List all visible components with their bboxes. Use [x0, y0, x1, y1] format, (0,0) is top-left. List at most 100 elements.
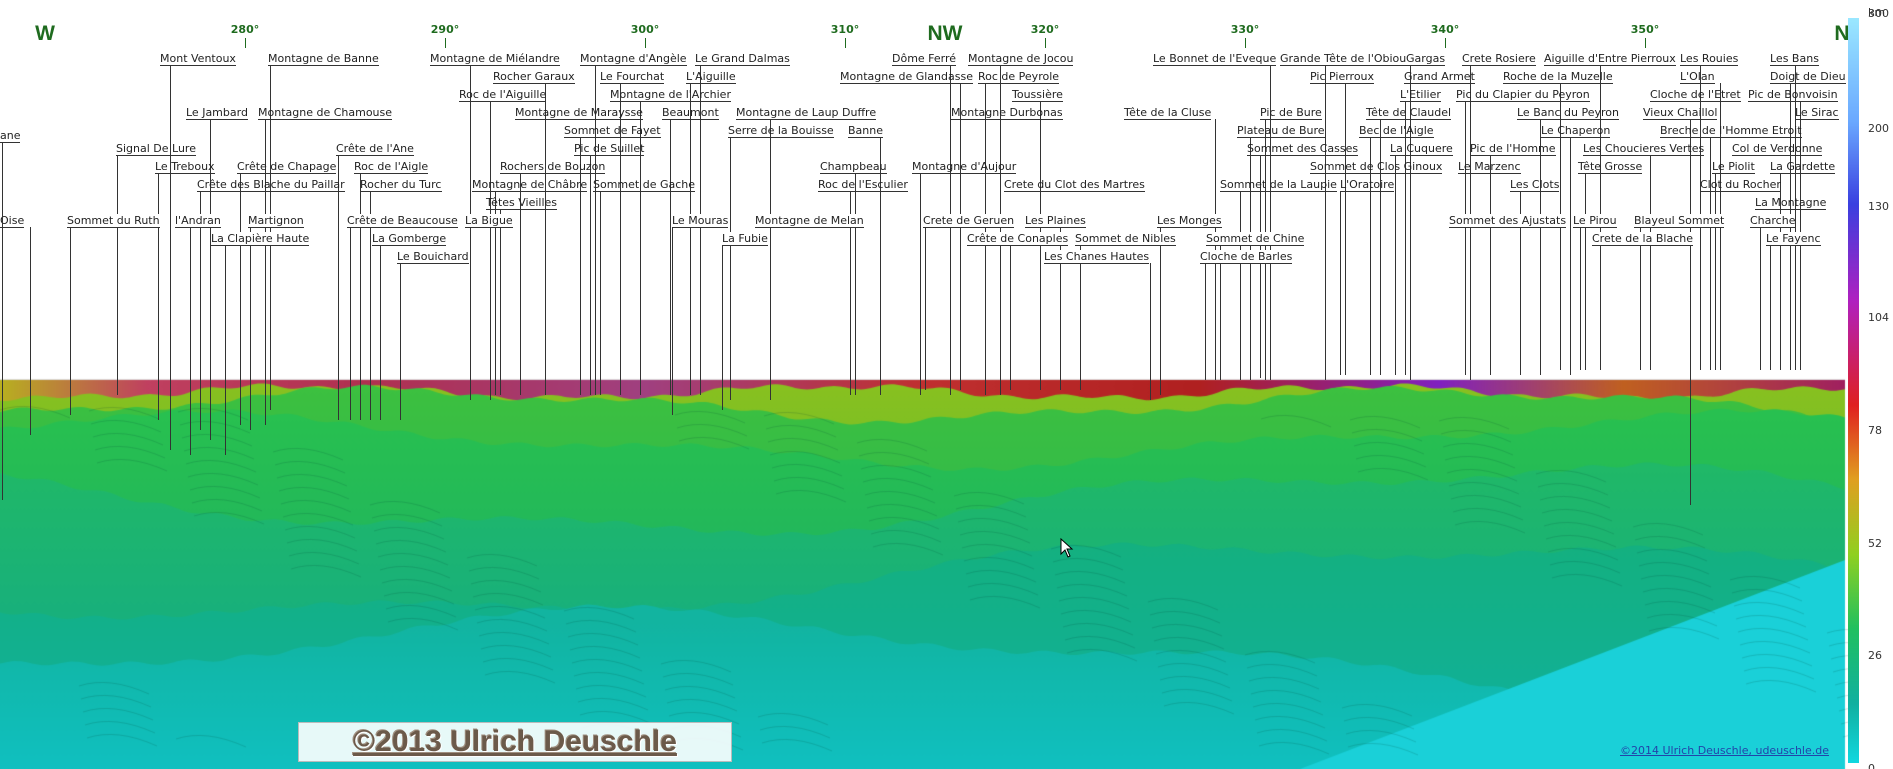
peak-label[interactable]: Sommet de Chine [1206, 232, 1305, 245]
peak-label[interactable]: Sommet de Clos Ginoux [1310, 160, 1443, 173]
peak-label[interactable]: Montagne d'Aujour [912, 160, 1017, 173]
peak-label[interactable]: Pic de l'Homme [1470, 142, 1556, 155]
peak-label[interactable]: Roc de l'Esculier [818, 178, 908, 191]
peak-label[interactable]: La Montagne [1755, 196, 1827, 209]
peak-label[interactable]: Pic de Bonvoisin [1748, 88, 1838, 101]
peak-label[interactable]: Têtes Vieilles [486, 196, 558, 209]
peak-label[interactable]: Montagne d'Angèle [580, 52, 687, 65]
peak-label[interactable]: Les Rouies [1680, 52, 1739, 65]
peak-label[interactable]: Aiguille d'Entre Pierroux [1544, 52, 1676, 65]
peak-label[interactable]: Pic Pierroux [1310, 70, 1375, 83]
peak-label[interactable]: Breche de l'Homme Etroit [1660, 124, 1802, 137]
peak-label[interactable]: Le Marzenc [1458, 160, 1521, 173]
peak-label[interactable]: Grande Tête de l'Obiou [1280, 52, 1407, 65]
peak-label[interactable]: Gargas [1406, 52, 1446, 65]
peak-label[interactable]: Vieux Chaillol [1643, 106, 1718, 119]
peak-label[interactable]: Le Banc du Peyron [1517, 106, 1619, 119]
peak-label[interactable]: Les Chanes Hautes [1044, 250, 1150, 263]
peak-label[interactable]: Blayeul Sommet [1634, 214, 1725, 227]
peak-label[interactable]: Sommet des Ajustats [1449, 214, 1567, 227]
peak-label[interactable]: Le Bouichard [397, 250, 469, 263]
peak-label[interactable]: Montagne de Glandasse [840, 70, 973, 83]
peak-label[interactable]: Pic du Clapier du Peyron [1456, 88, 1590, 101]
peak-label[interactable]: ane [0, 129, 21, 143]
peak-label[interactable]: Serre de la Bouisse [728, 124, 834, 137]
peak-label[interactable]: Rocher du Turc [360, 178, 442, 191]
peak-label[interactable]: La Fubie [722, 232, 768, 245]
peak-label[interactable]: Signal De Lure [116, 142, 196, 155]
peak-label[interactable]: Les Monges [1157, 214, 1222, 227]
peak-label[interactable]: Le Bonnet de l'Eveque [1153, 52, 1277, 65]
peak-label[interactable]: Col de Verdonne [1732, 142, 1823, 155]
peak-label[interactable]: Le Jambard [186, 106, 248, 119]
peak-label[interactable]: Roc de l'Aigle [354, 160, 429, 173]
peak-label[interactable]: Sommet du Ruth [67, 214, 160, 227]
peak-label[interactable]: Sommet de Gache [593, 178, 696, 191]
peak-label[interactable]: L'Aiguille [686, 70, 736, 83]
peak-label[interactable]: Sommet de la Laupie [1220, 178, 1337, 191]
peak-label[interactable]: Roc de l'Aiguille [459, 88, 547, 101]
peak-label[interactable]: l'Andran [175, 214, 221, 227]
peak-label[interactable]: Montagne de Jocou [968, 52, 1074, 65]
peak-label[interactable]: Charche [1750, 214, 1796, 227]
peak-label[interactable]: Crete du Clot des Martres [1004, 178, 1145, 191]
peak-label[interactable]: Doigt de Dieu [1770, 70, 1846, 83]
peak-label[interactable]: La Gomberge [372, 232, 447, 245]
peak-label[interactable]: Montagne de Banne [268, 52, 379, 65]
peak-label[interactable]: Les Choucieres Vertes [1583, 142, 1705, 155]
peak-label[interactable]: Le Piolit [1712, 160, 1755, 173]
peak-label[interactable]: Le Mouras [672, 214, 729, 227]
peak-label[interactable]: Montagne de Miélandre [430, 52, 560, 65]
peak-label[interactable]: Montagne de Châbre [472, 178, 588, 191]
peak-label[interactable]: Le Fayenc [1766, 232, 1821, 245]
peak-label[interactable]: L'Olan [1680, 70, 1715, 83]
peak-label[interactable]: Tête de Claudel [1366, 106, 1452, 119]
peak-label[interactable]: La Cuquere [1390, 142, 1453, 155]
peak-label[interactable]: Grand Armet [1404, 70, 1475, 83]
peak-label[interactable]: Cloche de l'Etret [1650, 88, 1741, 101]
peak-label[interactable]: Banne [848, 124, 883, 137]
peak-label[interactable]: Montagne de Laup Duffre [736, 106, 877, 119]
peak-label[interactable]: Le Pirou [1573, 214, 1617, 227]
peak-label[interactable]: Montagne Durbonas [951, 106, 1063, 119]
peak-label[interactable]: La Gardette [1770, 160, 1836, 173]
peak-label[interactable]: Champbeau [820, 160, 887, 173]
peak-label[interactable]: Le Grand Dalmas [695, 52, 790, 65]
credit-link[interactable]: ©2014 Ulrich Deuschle, udeuschle.de [1620, 744, 1829, 757]
peak-label[interactable]: Les Plaines [1025, 214, 1086, 227]
peak-label[interactable]: Crete de Geruen [923, 214, 1015, 227]
peak-label[interactable]: Crête des Blache du Paillar [197, 178, 345, 191]
peak-label[interactable]: Plateau de Bure [1237, 124, 1325, 137]
peak-label[interactable]: Crete Rosiere [1462, 52, 1536, 65]
peak-label[interactable]: Crête de Chapage [237, 160, 337, 173]
peak-label[interactable]: L'Etilier [1400, 88, 1441, 101]
peak-label[interactable]: Tête de la Cluse [1124, 106, 1212, 119]
peak-label[interactable]: Le Sirac [1795, 106, 1839, 119]
peak-label[interactable]: Rochers de Bouzon [500, 160, 606, 173]
peak-label[interactable]: Rocher Garaux [493, 70, 575, 83]
peak-label[interactable]: La Bigue [465, 214, 513, 227]
peak-label[interactable]: Le Treboux [155, 160, 215, 173]
peak-label[interactable]: Le Fourchat [600, 70, 665, 83]
peak-label[interactable]: Montagne de Chamouse [258, 106, 393, 119]
peak-label[interactable]: Clot du Rocher [1700, 178, 1781, 191]
peak-label[interactable]: La Clapière Haute [211, 232, 310, 245]
peak-label[interactable]: Crête de Beaucouse [347, 214, 458, 227]
peak-label[interactable]: Oise [0, 214, 25, 227]
peak-label[interactable]: Bec de l'Aigle [1359, 124, 1434, 137]
peak-label[interactable]: Pic de Suillet [574, 142, 645, 155]
peak-label[interactable]: Montagne de Melan [755, 214, 864, 227]
peak-label[interactable]: Le Chaperon [1541, 124, 1611, 137]
peak-label[interactable]: Montagne de l'Archier [610, 88, 731, 101]
peak-label[interactable]: Martignon [248, 214, 304, 227]
peak-label[interactable]: L'Oratoire [1340, 178, 1395, 191]
peak-label[interactable]: Les Bans [1770, 52, 1819, 65]
peak-label[interactable]: Crête de Conaples [967, 232, 1069, 245]
peak-label[interactable]: Crete de la Blache [1592, 232, 1693, 245]
peak-label[interactable]: Mont Ventoux [160, 52, 236, 65]
peak-label[interactable]: Roc de Peyrole [978, 70, 1060, 83]
peak-label[interactable]: Dôme Ferré [892, 52, 957, 65]
peak-label[interactable]: Tête Grosse [1578, 160, 1643, 173]
peak-label[interactable]: Sommet de Nibles [1075, 232, 1176, 245]
peak-label[interactable]: Beaumont [662, 106, 719, 119]
